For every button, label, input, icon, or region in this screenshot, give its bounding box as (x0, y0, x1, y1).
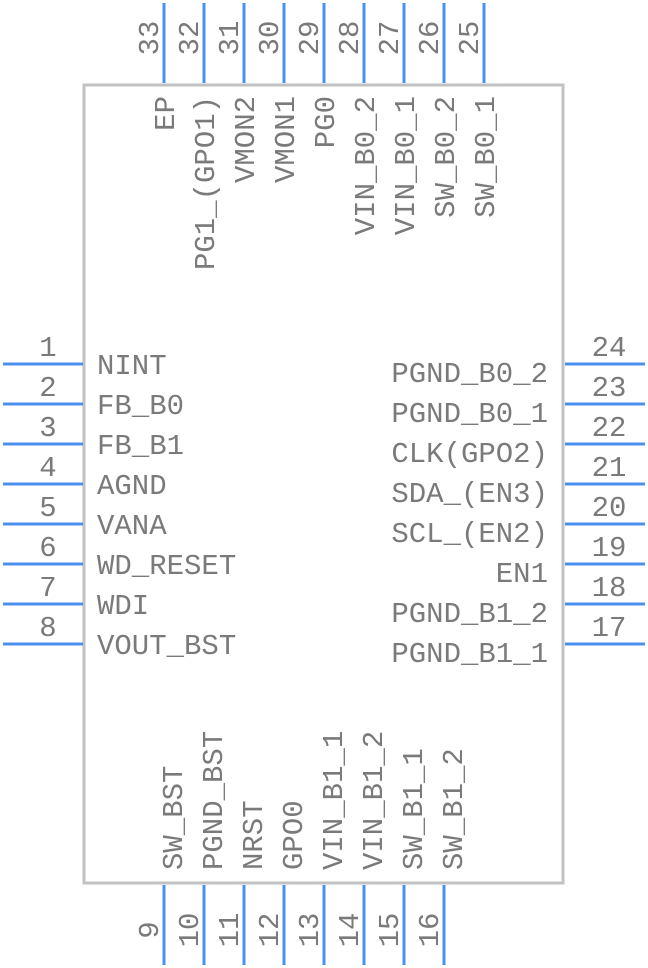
pin-name-8: VOUT_BST (97, 630, 236, 663)
pin-name-12: GPO0 (278, 800, 311, 870)
pin-number-29: 29 (294, 21, 327, 56)
pin-number-31: 31 (214, 21, 247, 56)
pin-number-4: 4 (39, 452, 56, 485)
pin-number-27: 27 (374, 21, 407, 56)
ic-body-outline (82, 83, 565, 885)
pin-name-16: SW_B1_2 (438, 748, 471, 870)
pin-name-10: PGND_BST (198, 731, 231, 870)
pin-number-15: 15 (374, 913, 407, 948)
pin-number-17: 17 (592, 612, 627, 645)
pin-name-13: VIN_B1_1 (318, 731, 351, 870)
pin-name-28: VIN_B0_2 (350, 96, 383, 235)
pin-name-22: CLK(GPO2) (391, 438, 548, 471)
pin-number-26: 26 (414, 21, 447, 56)
pin-name-30: VMON1 (270, 96, 303, 183)
pin-name-1: NINT (97, 350, 167, 383)
pin-number-18: 18 (592, 572, 627, 605)
pin-name-7: WDI (97, 590, 149, 623)
pin-name-32: PG1_(GPO1) (190, 96, 223, 270)
pin-name-23: PGND_B0_1 (391, 398, 548, 431)
pin-name-21: SDA_(EN3) (391, 478, 548, 511)
pin-name-11: NRST (238, 800, 271, 870)
pin-number-8: 8 (39, 612, 56, 645)
pin-name-5: VANA (97, 510, 167, 543)
pin-name-9: SW_BST (158, 766, 191, 870)
pin-number-9: 9 (134, 921, 167, 938)
pin-number-13: 13 (294, 913, 327, 948)
pin-name-15: SW_B1_1 (398, 748, 431, 870)
pin-name-6: WD_RESET (97, 550, 236, 583)
pin-name-17: PGND_B1_1 (391, 638, 548, 671)
pin-name-3: FB_B1 (97, 430, 184, 463)
pin-number-32: 32 (174, 21, 207, 56)
pin-number-30: 30 (254, 21, 287, 56)
pin-number-6: 6 (39, 532, 56, 565)
pin-name-31: VMON2 (230, 96, 263, 183)
pin-number-14: 14 (334, 913, 367, 948)
pin-name-18: PGND_B1_2 (391, 598, 548, 631)
pin-number-12: 12 (254, 913, 287, 948)
pin-name-14: VIN_B1_2 (358, 731, 391, 870)
pin-number-20: 20 (592, 492, 627, 525)
pin-number-2: 2 (39, 372, 56, 405)
pin-number-1: 1 (39, 332, 56, 365)
pin-number-24: 24 (592, 332, 627, 365)
pin-name-24: PGND_B0_2 (391, 358, 548, 391)
pin-number-22: 22 (592, 412, 627, 445)
pin-name-26: SW_B0_2 (430, 96, 463, 218)
pin-number-11: 11 (214, 913, 247, 948)
pin-number-33: 33 (134, 21, 167, 56)
pin-name-2: FB_B0 (97, 390, 184, 423)
pin-name-29: PG0 (310, 96, 343, 148)
pin-number-5: 5 (39, 492, 56, 525)
pin-name-20: SCL_(EN2) (391, 518, 548, 551)
pin-number-19: 19 (592, 532, 627, 565)
pin-number-28: 28 (334, 21, 367, 56)
pin-name-33: EP (150, 96, 183, 131)
pin-number-21: 21 (592, 452, 627, 485)
pin-number-25: 25 (454, 21, 487, 56)
pin-name-27: VIN_B0_1 (390, 96, 423, 235)
pin-number-10: 10 (174, 913, 207, 948)
pin-number-3: 3 (39, 412, 56, 445)
pin-name-25: SW_B0_1 (470, 96, 503, 218)
pin-number-23: 23 (592, 372, 627, 405)
pin-name-19: EN1 (496, 558, 548, 591)
pin-name-4: AGND (97, 470, 167, 503)
pin-number-16: 16 (414, 913, 447, 948)
pin-number-7: 7 (39, 572, 56, 605)
